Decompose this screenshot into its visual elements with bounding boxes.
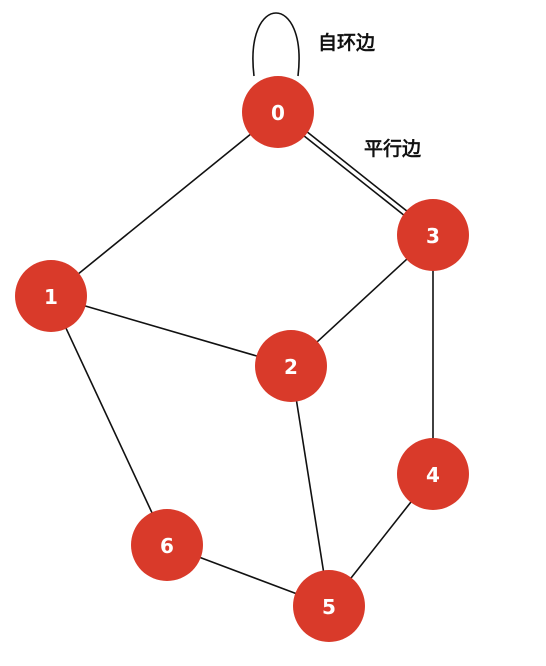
parallel-edge-annotation: 平行边 [364, 137, 422, 160]
node-circle-1 [15, 260, 87, 332]
node-1: 1 [15, 260, 87, 332]
parallel-edge-0-3-2 [302, 134, 406, 217]
self-loop-edge-0 [252, 12, 300, 77]
edge-1-2 [83, 304, 259, 358]
node-4: 4 [397, 438, 469, 510]
node-circle-6 [131, 509, 203, 581]
edge-1-6 [64, 326, 154, 515]
node-2: 2 [255, 330, 327, 402]
node-3: 3 [397, 199, 469, 271]
node-5: 5 [293, 570, 365, 642]
node-circle-0 [242, 76, 314, 148]
node-label-2: 2 [284, 355, 298, 379]
node-label-0: 0 [271, 101, 285, 125]
node-label-5: 5 [322, 595, 336, 619]
node-circle-2 [255, 330, 327, 402]
node-label-3: 3 [426, 224, 440, 248]
node-6: 6 [131, 509, 203, 581]
edge-2-3 [315, 257, 409, 344]
edge-2-5 [295, 399, 325, 573]
node-0: 0 [242, 76, 314, 148]
parallel-edge-0-3-1 [305, 130, 409, 213]
node-circle-4 [397, 438, 469, 510]
self-loop-annotation: 自环边 [318, 31, 376, 54]
node-label-1: 1 [44, 285, 58, 309]
edge-6-5 [198, 556, 298, 595]
edge-4-5 [349, 500, 413, 580]
node-label-4: 4 [426, 463, 440, 487]
node-circle-3 [397, 199, 469, 271]
node-label-6: 6 [160, 534, 174, 558]
edge-0-1 [76, 132, 253, 276]
nodes-layer: 0 1 2 3 4 5 6 [15, 76, 469, 642]
edges-layer [64, 12, 434, 595]
node-circle-5 [293, 570, 365, 642]
